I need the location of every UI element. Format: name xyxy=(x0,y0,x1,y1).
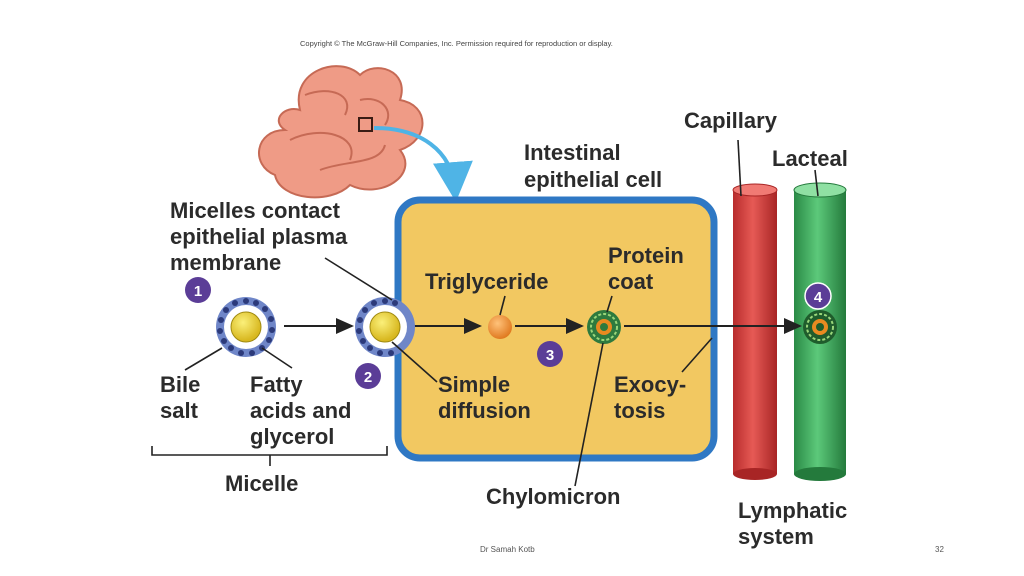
label-bile-line1: Bile xyxy=(160,372,200,397)
label-simple-line2: diffusion xyxy=(438,398,531,423)
step-badge-2: 2 xyxy=(355,363,381,389)
label-fatty-line1: Fatty xyxy=(250,372,303,397)
small-intestine-illustration xyxy=(258,65,424,199)
label-micelles-line2: epithelial plasma xyxy=(170,224,348,249)
svg-text:2: 2 xyxy=(364,369,372,386)
label-lymph-line1: Lymphatic xyxy=(738,498,847,523)
step-badge-1: 1 xyxy=(185,277,211,303)
label-lymph-line2: system xyxy=(738,524,814,549)
label-bile-line2: salt xyxy=(160,398,199,423)
svg-text:4: 4 xyxy=(814,289,823,306)
label-cell-line1: Intestinal xyxy=(524,140,621,165)
chylomicron-particle xyxy=(587,310,621,344)
label-triglyceride: Triglyceride xyxy=(425,269,549,294)
label-chylomicron: Chylomicron xyxy=(486,484,620,509)
label-protein-line1: Protein xyxy=(608,243,684,268)
label-fatty-line2: acids and xyxy=(250,398,351,423)
zoom-arrow xyxy=(373,126,473,202)
label-protein-line2: coat xyxy=(608,269,654,294)
label-micelles-line3: membrane xyxy=(170,250,281,275)
label-exo-line2: tosis xyxy=(614,398,665,423)
copyright-text: Copyright © The McGraw-Hill Companies, I… xyxy=(300,39,613,48)
label-simple-line1: Simple xyxy=(438,372,510,397)
leader-lines xyxy=(151,139,819,487)
svg-text:3: 3 xyxy=(546,347,554,364)
label-capillary: Capillary xyxy=(684,108,778,133)
label-micelle: Micelle xyxy=(225,471,298,496)
footer-page-number: 32 xyxy=(935,545,944,554)
step-badge-3: 3 xyxy=(537,341,563,367)
label-exo-line1: Exocy- xyxy=(614,372,686,397)
label-fatty-line3: glycerol xyxy=(250,424,334,449)
label-cell-line2: epithelial cell xyxy=(524,167,662,192)
svg-text:1: 1 xyxy=(194,283,202,300)
capillary-vessel xyxy=(732,183,778,480)
footer-author: Dr Samah Kotb xyxy=(480,545,535,554)
micelle-particle xyxy=(216,297,276,357)
step-badge-4: 4 xyxy=(804,282,832,310)
triglyceride-droplet xyxy=(488,315,512,339)
chylomicron-in-lacteal xyxy=(803,310,837,344)
micelle-at-membrane xyxy=(355,297,415,357)
label-lacteal: Lacteal xyxy=(772,146,848,171)
label-micelles-line1: Micelles contact xyxy=(170,198,341,223)
